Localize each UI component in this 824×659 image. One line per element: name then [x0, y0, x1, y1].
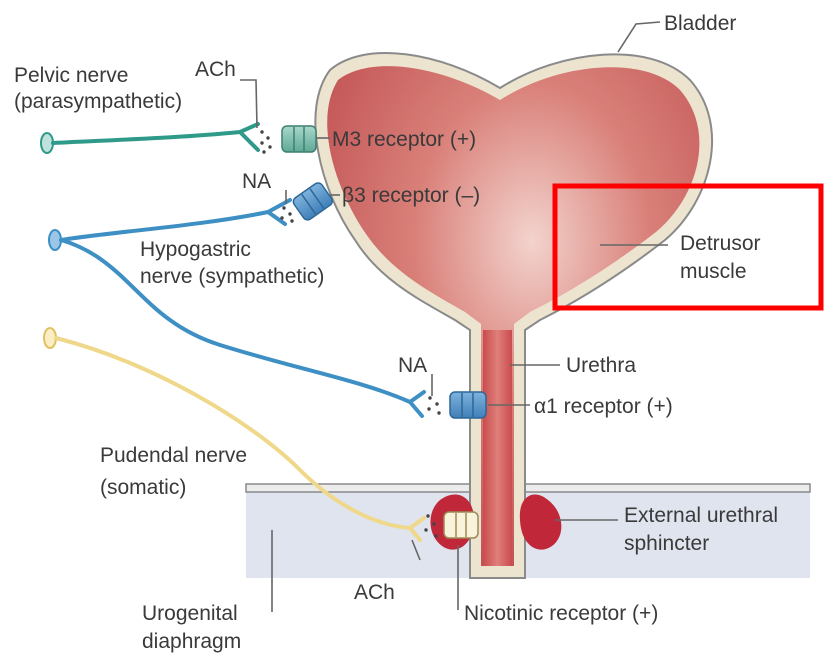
label-ach-top: ACh — [195, 58, 236, 81]
label-pelvic-nerve: Pelvic nerve — [14, 64, 128, 87]
label-sphincter-line1: External urethral — [624, 504, 778, 527]
label-sphincter-line2: sphincter — [624, 532, 709, 555]
label-detrusor-line1: Detrusor — [680, 232, 761, 255]
label-na-bottom: NA — [398, 354, 427, 377]
label-urethra: Urethra — [566, 354, 636, 377]
na-dots-bottom — [427, 396, 440, 414]
label-urogenital-line1: Urogenital — [142, 602, 238, 625]
urethra — [483, 330, 512, 566]
label-urogenital-line2: diaphragm — [142, 630, 241, 653]
nicotinic-receptor — [444, 512, 478, 538]
label-nicotinic-receptor: Nicotinic receptor (+) — [464, 602, 658, 625]
a1-receptor — [450, 392, 486, 418]
label-pudendal-nerve-type: (somatic) — [100, 476, 186, 499]
m3-receptor — [282, 126, 316, 152]
pelvic-nerve — [41, 124, 258, 153]
label-hypogastric-nerve: Hypogastric — [140, 238, 251, 261]
label-bladder: Bladder — [664, 12, 736, 35]
label-pelvic-nerve-type: (parasympathetic) — [14, 90, 182, 113]
label-b3-receptor: β3 receptor (–) — [342, 184, 480, 207]
label-pudendal-nerve: Pudendal nerve — [100, 444, 247, 467]
label-hypogastric-nerve-type: nerve (sympathetic) — [140, 265, 324, 288]
label-na-top: NA — [242, 170, 271, 193]
ach-dots-top — [260, 130, 271, 153]
label-a1-receptor: α1 receptor (+) — [534, 395, 673, 418]
label-ach-bottom: ACh — [354, 581, 395, 604]
label-detrusor-line2: muscle — [680, 260, 747, 283]
label-m3-receptor: M3 receptor (+) — [332, 128, 476, 151]
